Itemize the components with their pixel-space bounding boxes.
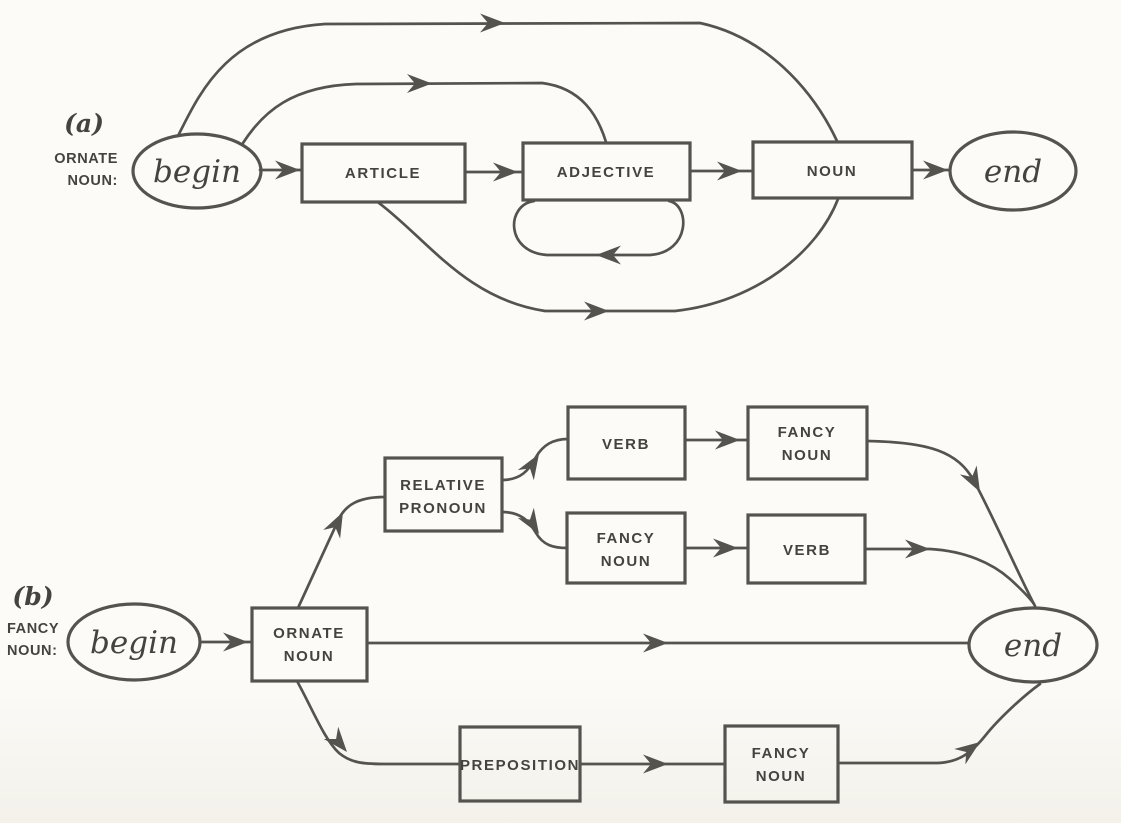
- b-edge-ornate-noun-end-direct: [365, 633, 970, 653]
- a-noun-box: NOUN: [751, 140, 914, 200]
- b-fancy-noun-lower-box: FANCY NOUN: [723, 724, 840, 804]
- a-noun-label: NOUN: [807, 163, 858, 180]
- a-edge-begin-article: [258, 160, 304, 180]
- a-adjective-label: ADJECTIVE: [557, 164, 656, 181]
- a-edge-adjective-noun: [688, 161, 755, 181]
- arrowhead-icon: [275, 160, 300, 180]
- arrowhead-icon: [517, 507, 539, 534]
- arrowhead-icon: [407, 74, 432, 93]
- diagram-a: (a) ORNATE NOUN:: [54, 13, 1078, 321]
- a-arc-article-to-noun: [377, 197, 840, 321]
- b-edge-fancy-noun-middle-verb: [683, 538, 750, 558]
- b-begin-node: begin: [66, 602, 202, 682]
- b-relative-pronoun-label-line1: RELATIVE: [400, 477, 486, 494]
- b-relative-pronoun-box: RELATIVE PRONOUN: [383, 456, 504, 533]
- b-relative-pronoun-label-line2: PRONOUN: [399, 500, 487, 517]
- b-preposition-label: PREPOSITION: [460, 757, 580, 774]
- b-edge-verb-middle-end: [863, 539, 1036, 606]
- b-preposition-box: PREPOSITION: [458, 725, 582, 803]
- a-end-label: end: [984, 154, 1042, 190]
- b-edge-ornate-noun-preposition: [295, 679, 462, 766]
- b-fancy-noun-upper-label-line2: NOUN: [782, 447, 833, 464]
- b-verb-middle-label: VERB: [783, 542, 831, 559]
- b-verb-upper-box: VERB: [566, 405, 687, 481]
- diagram-b-tag: (b): [12, 582, 53, 611]
- b-verb-upper-label: VERB: [602, 436, 650, 453]
- b-fancy-noun-lower-label-line1: FANCY: [752, 745, 811, 762]
- arrowhead-icon: [517, 454, 539, 481]
- a-arc-begin-to-adjective: [241, 74, 608, 145]
- b-end-node: end: [967, 606, 1099, 684]
- diagram-a-side-label-line2: NOUN:: [67, 173, 118, 189]
- arrowhead-icon: [923, 160, 948, 180]
- b-edge-ornate-noun-relative-pronoun: [296, 495, 387, 610]
- b-fancy-noun-middle-box: FANCY NOUN: [565, 511, 687, 585]
- b-edge-verb-fancy-noun-upper: [683, 430, 750, 450]
- a-end-node: end: [948, 130, 1078, 212]
- b-fancy-noun-lower-label-line2: NOUN: [756, 768, 807, 785]
- a-adjective-self-loop: [512, 199, 685, 265]
- arrowhead-icon: [596, 245, 621, 265]
- diagram-b-side-label-line1: FANCY: [7, 621, 59, 637]
- arrowhead-icon: [323, 726, 347, 752]
- arrowhead-icon: [584, 301, 609, 321]
- a-begin-label: begin: [153, 154, 241, 190]
- arrowhead-icon: [717, 161, 742, 181]
- b-edge-fancy-noun-lower-end: [836, 682, 1042, 765]
- b-edge-fancy-noun-upper-end: [865, 439, 1037, 608]
- arrowhead-icon: [905, 539, 930, 559]
- diagram-a-side-label-line1: ORNATE: [54, 151, 118, 167]
- b-end-label: end: [1004, 628, 1062, 664]
- arrowhead-icon: [643, 754, 668, 774]
- a-edge-article-adjective: [463, 162, 525, 182]
- b-edge-relative-pronoun-fancy-noun-middle: [500, 507, 569, 550]
- a-begin-node: begin: [131, 132, 263, 210]
- b-fancy-noun-upper-label-line1: FANCY: [778, 424, 837, 441]
- arrowhead-icon: [954, 742, 980, 765]
- arrowhead-icon: [713, 538, 738, 558]
- b-begin-label: begin: [90, 625, 178, 661]
- b-edge-begin-ornate-noun: [198, 632, 254, 652]
- b-fancy-noun-middle-label-line2: NOUN: [601, 553, 652, 570]
- b-fancy-noun-upper-box: FANCY NOUN: [746, 405, 869, 481]
- a-edge-noun-end: [910, 160, 952, 180]
- arrowhead-icon: [223, 632, 248, 652]
- b-verb-middle-box: VERB: [746, 513, 867, 585]
- b-ornate-noun-box: ORNATE NOUN: [250, 606, 369, 683]
- a-arc-begin-to-noun: [176, 13, 839, 143]
- b-fancy-noun-middle-label-line1: FANCY: [597, 530, 656, 547]
- diagram-a-tag: (a): [64, 109, 104, 138]
- b-ornate-noun-label-line1: ORNATE: [273, 625, 345, 642]
- b-edge-preposition-fancy-noun-lower: [578, 754, 727, 774]
- arrowhead-icon: [715, 430, 740, 450]
- a-article-label: ARTICLE: [345, 165, 421, 182]
- a-article-box: ARTICLE: [300, 142, 467, 204]
- arrowhead-icon: [323, 512, 343, 539]
- b-edge-relative-pronoun-verb: [500, 437, 570, 482]
- arrowhead-icon: [959, 465, 980, 492]
- diagram-b-side-label-line2: NOUN:: [7, 643, 58, 659]
- b-ornate-noun-label-line2: NOUN: [284, 648, 335, 665]
- arrowhead-icon: [643, 633, 668, 653]
- arrowhead-icon: [480, 13, 505, 33]
- arrowhead-icon: [493, 162, 518, 182]
- a-adjective-box: ADJECTIVE: [521, 141, 692, 202]
- diagram-b: (b) FANCY NOUN:: [7, 405, 1099, 804]
